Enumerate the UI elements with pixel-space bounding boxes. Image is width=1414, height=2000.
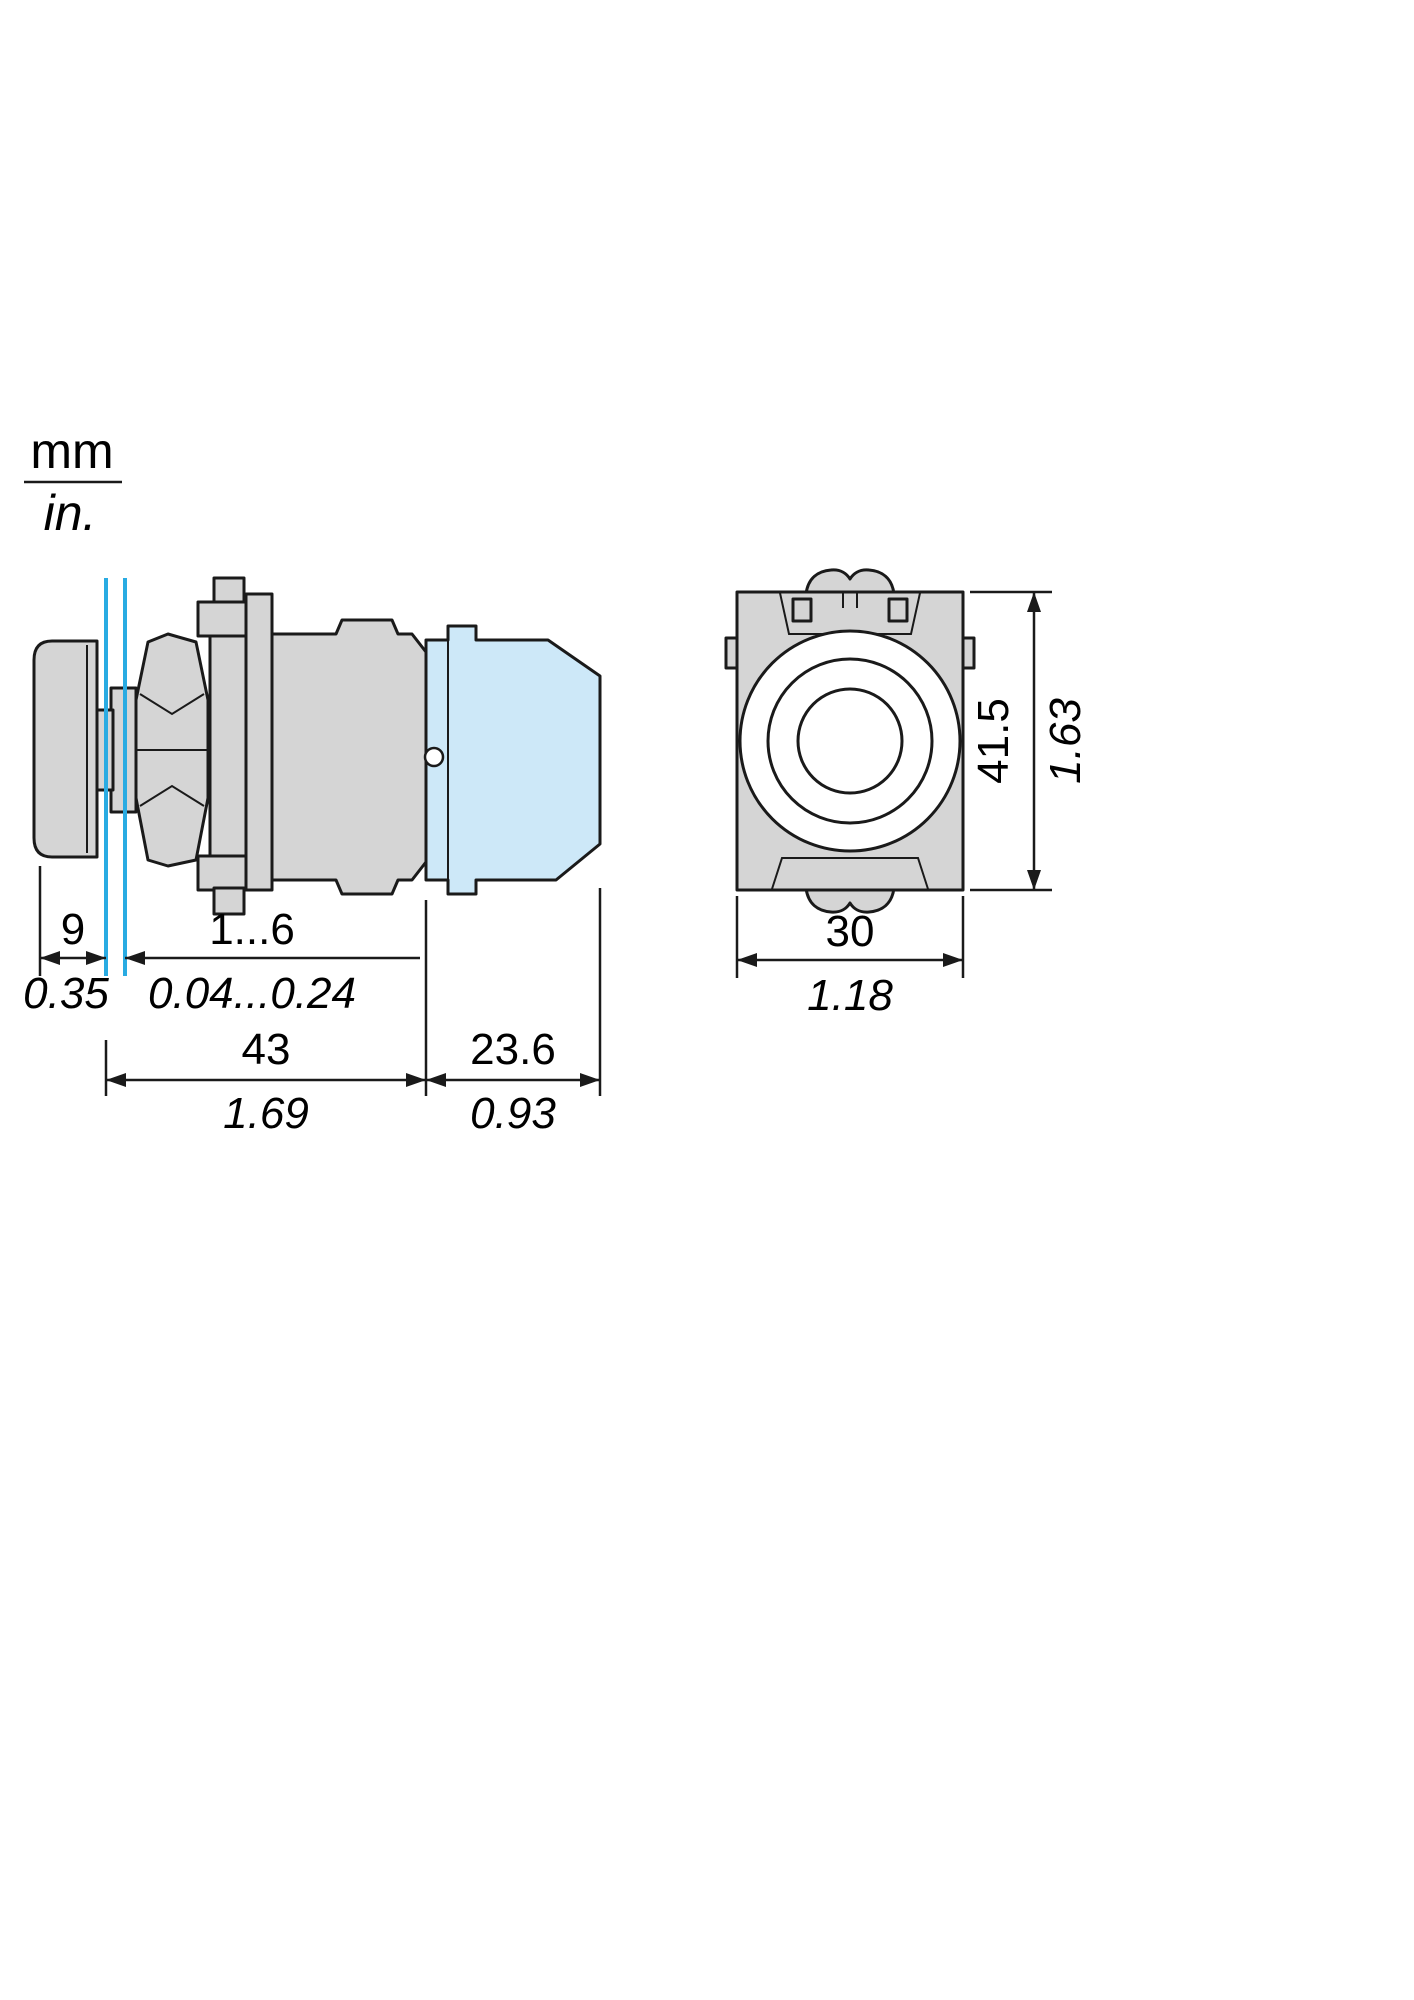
dim-panel-thickness-mm: 1...6 <box>209 905 295 954</box>
arrowhead <box>580 1073 600 1087</box>
arrowhead <box>737 953 757 967</box>
side-clip-right <box>961 636 976 670</box>
bezel-ring-outer <box>738 629 962 853</box>
legend-in-label: in. <box>44 485 97 541</box>
arrowhead <box>106 1073 126 1087</box>
arrowhead <box>125 951 145 965</box>
anti-rotation-tab-top <box>212 576 246 606</box>
bottom-latch-outline <box>771 857 929 890</box>
arrowhead <box>406 1073 426 1087</box>
dim-head-depth-mm: 43 <box>242 1025 291 1074</box>
unit-legend: mm in. <box>24 423 122 541</box>
arrowhead <box>86 951 106 965</box>
dim-width-mm: 30 <box>826 907 875 956</box>
dim-block-depth-in: 0.93 <box>470 1089 556 1138</box>
dim-width-in: 1.18 <box>807 971 893 1020</box>
contact-block-latch-hole <box>423 746 445 768</box>
head-body <box>270 618 428 896</box>
side-clip-left <box>724 636 739 670</box>
dim-height-mm: 41.5 <box>969 698 1018 784</box>
bottom-clip-tab <box>804 886 896 914</box>
button-face <box>796 687 904 795</box>
dim-block-depth-mm: 23.6 <box>470 1025 556 1074</box>
dim-button-projection-in: 0.35 <box>23 969 109 1018</box>
collar-knurl-top <box>139 693 205 716</box>
dim-button-projection-mm: 9 <box>61 905 85 954</box>
top-latch-left-lug <box>791 597 813 623</box>
dim-head-depth-in: 1.69 <box>223 1089 309 1138</box>
collar-knurl-bottom <box>139 784 205 807</box>
dim-panel-thickness-in: 0.04...0.24 <box>148 969 356 1018</box>
arrowhead <box>943 953 963 967</box>
top-clip-tab <box>804 568 896 596</box>
top-latch-right-lug <box>887 597 909 623</box>
mounting-flange <box>244 592 274 892</box>
dim-height-in: 1.63 <box>1041 698 1090 784</box>
bezel-ring-middle <box>766 657 934 825</box>
head-column <box>208 634 248 858</box>
anti-rotation-tab-bottom <box>212 886 246 916</box>
arrowhead <box>1027 870 1041 890</box>
front-view-dimensions: 41.5 1.63 30 1.18 <box>735 590 1090 1020</box>
arrowhead <box>426 1073 446 1087</box>
button-cap <box>32 639 99 859</box>
side-view-dimensions: 9 0.35 1...6 0.04...0.24 43 1.69 23.6 0.… <box>23 866 602 1138</box>
contact-block <box>424 624 602 896</box>
arrowhead <box>40 951 60 965</box>
side-view <box>32 576 602 976</box>
arrowhead <box>1027 592 1041 612</box>
legend-mm-label: mm <box>30 423 113 479</box>
front-view <box>724 568 976 914</box>
